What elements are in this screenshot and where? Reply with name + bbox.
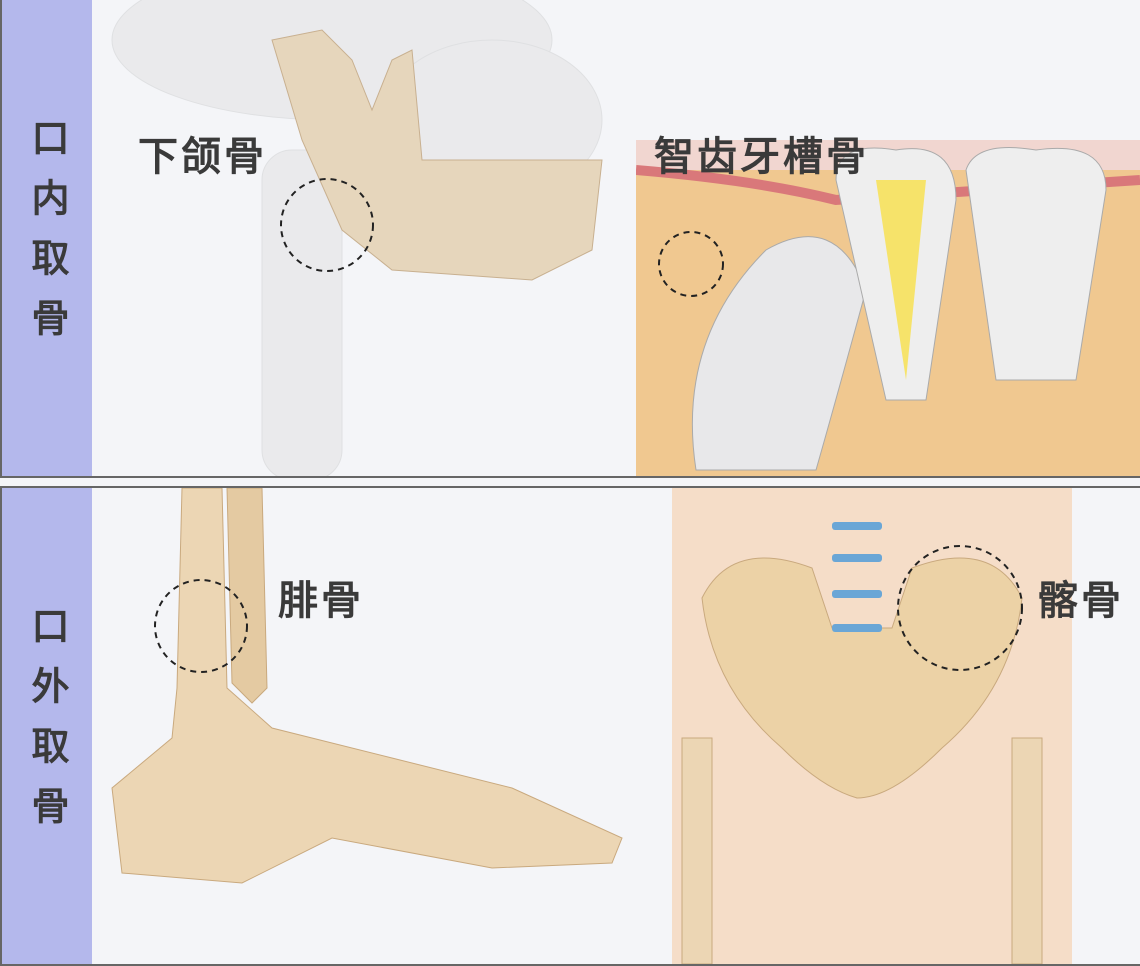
harvest-site-circle (154, 579, 248, 673)
ilium-label: 髂骨 (1038, 578, 1124, 624)
pelvis-bone (701, 557, 1023, 799)
impacted-wisdom-tooth (691, 236, 867, 471)
extraoral-title: 口外取骨 (25, 606, 69, 846)
mandible-label: 下颌骨 (138, 134, 267, 180)
intraoral-title: 口内取骨 (25, 118, 69, 358)
extraoral-panel: 口外取骨 腓骨 髂骨 (0, 486, 1140, 966)
ilium-illustration (672, 488, 1072, 964)
molar (965, 147, 1107, 381)
harvest-site-circle (658, 231, 724, 297)
foot-bones (111, 488, 623, 884)
harvest-site-circle (280, 178, 374, 272)
mandible-illustration (111, 0, 603, 476)
fibula-illustration (111, 488, 623, 884)
intraoral-sidebar: 口内取骨 (2, 0, 92, 476)
intraoral-panel: 口内取骨 下颌骨 智齿牙槽骨 (0, 0, 1140, 478)
extraoral-sidebar: 口外取骨 (2, 488, 92, 964)
fibula-bone (226, 488, 268, 704)
femur (1011, 737, 1043, 964)
wisdom-tooth-illustration (636, 140, 1140, 476)
wisdom-tooth-alveolar-label: 智齿牙槽骨 (654, 134, 869, 180)
fibula-label: 腓骨 (278, 578, 364, 624)
harvest-site-circle (897, 545, 1023, 671)
femur (681, 737, 713, 964)
mandible-bone (271, 29, 603, 281)
